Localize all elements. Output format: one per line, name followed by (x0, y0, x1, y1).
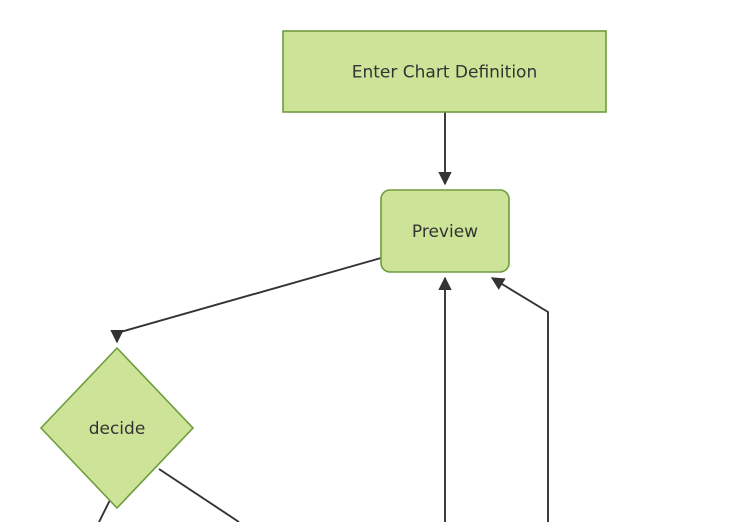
node-decide-shape[interactable] (39, 346, 195, 510)
edge-decide-bottom-out[interactable] (98, 499, 111, 522)
edge-layer (98, 112, 549, 522)
node-enter-chart-definition[interactable]: Enter Chart Definition (282, 30, 607, 113)
node-enter-chart-definition-label: Enter Chart Definition (352, 63, 537, 83)
node-decide[interactable]: decide (39, 346, 195, 510)
node-preview-shape[interactable] (380, 189, 510, 273)
node-decide-label: decide (89, 419, 146, 439)
edge-preview-to-decide[interactable] (110, 257, 382, 344)
edge-decide-right-out[interactable] (158, 468, 240, 522)
node-preview-label: Preview (412, 222, 478, 242)
node-enter-chart-definition-shape[interactable] (282, 30, 607, 113)
edge-bottom-right-to-preview[interactable] (490, 277, 549, 522)
node-layer: Enter Chart Definition Preview decide (39, 30, 607, 510)
node-preview[interactable]: Preview (380, 189, 510, 273)
